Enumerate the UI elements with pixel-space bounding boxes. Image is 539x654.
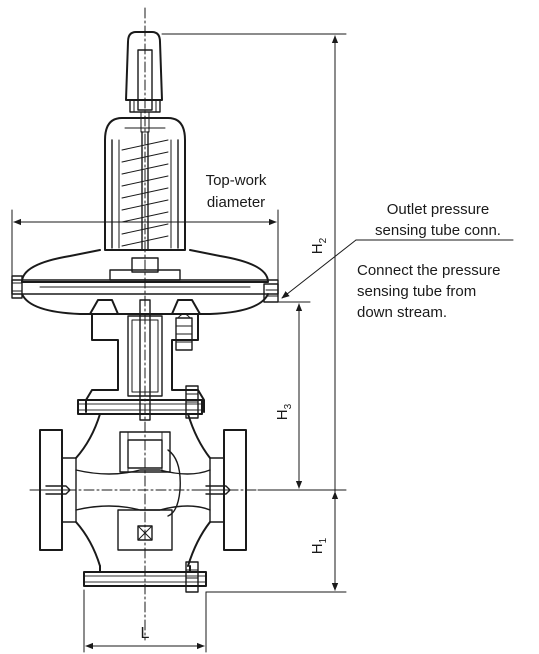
outlet-connection-label-line1: Outlet pressure — [387, 201, 490, 218]
h1-label: H1 — [309, 537, 329, 554]
bottom-cover — [83, 561, 207, 593]
connect-note-line1: Connect the pressure — [357, 262, 500, 279]
top-work-diameter-dimension — [11, 209, 279, 281]
valve-body — [39, 413, 247, 567]
connect-note-line2: sensing tube from — [357, 283, 476, 300]
h3-label: H3 — [274, 403, 294, 420]
bonnet-flange — [77, 385, 203, 419]
l-label: L — [141, 625, 150, 642]
spring-housing — [104, 117, 186, 251]
outlet-connection-label-line2: sensing tube conn. — [375, 222, 501, 239]
diaphragm-case — [11, 249, 279, 315]
connect-note-line3: down stream. — [357, 304, 447, 321]
top-work-label-line2: diameter — [207, 194, 265, 211]
adjusting-cap — [125, 31, 163, 133]
h3-dimension — [257, 301, 347, 491]
top-work-label-line1: Top-work — [206, 172, 267, 189]
outlet-connection-leader — [281, 239, 514, 299]
h2-label: H2 — [309, 237, 329, 254]
l-dimension — [83, 589, 207, 653]
